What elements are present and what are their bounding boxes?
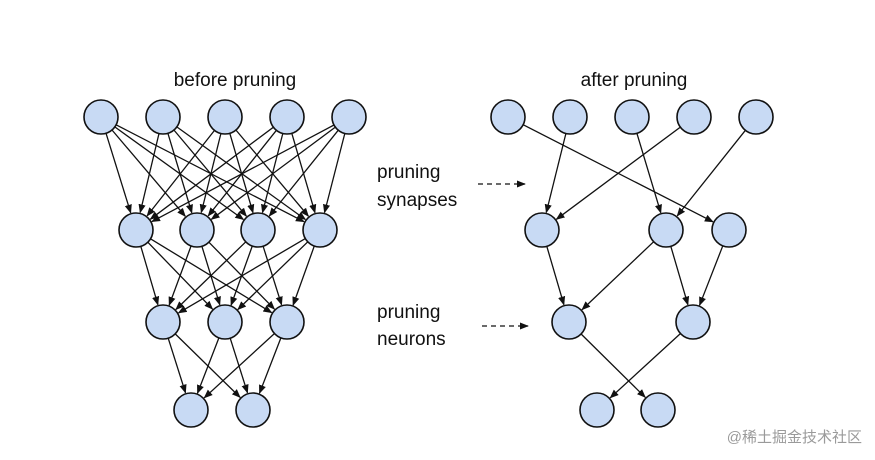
after-pruning-synapse: [609, 333, 681, 399]
after-pruning-synapse: [636, 133, 662, 214]
before-pruning-synapse: [149, 126, 274, 220]
pruning-neurons-annotation: pruning neurons: [377, 302, 529, 350]
before-pruning-synapse: [138, 133, 160, 214]
pruning-neurons-label-line2: neurons: [377, 329, 446, 350]
after-pruning-neuron-layer-4: [579, 392, 615, 428]
before-pruning-synapse: [175, 241, 247, 311]
before-pruning-synapse: [105, 133, 132, 214]
before-pruning-neuron-layer-3: [145, 304, 181, 340]
after-pruning-synapse: [555, 126, 681, 220]
before-pruning-neuron-layer-1: [145, 99, 181, 135]
after-pruning-synapse: [670, 246, 690, 306]
after-pruning-title: after pruning: [581, 70, 688, 91]
after-pruning-neuron-layer-2: [711, 212, 747, 248]
before-pruning-network: [83, 99, 367, 428]
before-pruning-synapse: [168, 245, 192, 306]
before-pruning-title: before pruning: [174, 70, 297, 91]
after-pruning-neuron-layer-1: [614, 99, 650, 135]
after-pruning-neuron-layer-3: [551, 304, 587, 340]
before-pruning-neuron-layer-3: [269, 304, 305, 340]
before-pruning-synapse: [258, 337, 282, 395]
before-pruning-neuron-layer-1: [83, 99, 119, 135]
before-pruning-neuron-layer-4: [173, 392, 209, 428]
after-pruning-neuron-layer-1: [490, 99, 526, 135]
after-pruning-synapse: [676, 129, 746, 217]
before-pruning-synapse: [173, 129, 247, 217]
before-pruning-synapse: [229, 133, 255, 214]
before-pruning-synapse: [268, 129, 339, 217]
after-pruning-synapse: [580, 333, 646, 398]
before-pruning-synapse: [111, 129, 186, 217]
before-pruning-neuron-layer-3: [207, 304, 243, 340]
before-pruning-synapse: [196, 337, 220, 395]
before-pruning-neuron-layer-2: [118, 212, 154, 248]
before-pruning-synapse: [140, 246, 160, 306]
before-pruning-neurons: [83, 99, 367, 428]
before-pruning-neuron-layer-1: [269, 99, 305, 135]
after-pruning-synapse: [698, 245, 724, 307]
before-pruning-neuron-layer-1: [207, 99, 243, 135]
before-pruning-synapse: [210, 126, 336, 220]
pruning-neurons-label-line1: pruning: [377, 302, 440, 323]
before-pruning-synapse: [167, 133, 193, 214]
after-pruning-network: [490, 99, 774, 428]
after-pruning-neuron-layer-2: [524, 212, 560, 248]
after-pruning-neuron-layer-1: [552, 99, 588, 135]
after-pruning-synapse: [546, 246, 566, 306]
after-pruning-neuron-layer-1: [676, 99, 712, 135]
before-pruning-neuron-layer-2: [179, 212, 215, 248]
watermark: @稀土掘金技术社区: [727, 429, 862, 446]
before-pruning-synapse: [177, 238, 306, 314]
before-pruning-synapse: [146, 129, 216, 217]
pruning-synapses-label-line1: pruning: [377, 162, 440, 183]
before-pruning-neuron-layer-2: [240, 212, 276, 248]
after-pruning-neuron-layer-2: [648, 212, 684, 248]
before-pruning-synapse: [114, 126, 245, 221]
before-pruning-neuron-layer-2: [302, 212, 338, 248]
after-pruning-neuron-layer-4: [640, 392, 676, 428]
after-pruning-neuron-layer-1: [738, 99, 774, 135]
before-pruning-synapse: [323, 133, 346, 214]
after-pruning-synapses: [522, 124, 746, 399]
before-pruning-neuron-layer-4: [235, 392, 271, 428]
before-pruning-synapse: [203, 333, 275, 399]
before-pruning-synapse: [237, 241, 309, 311]
pruning-synapses-label-line2: synapses: [377, 190, 457, 211]
before-pruning-synapse: [292, 245, 315, 306]
before-pruning-synapses: [105, 124, 346, 399]
before-pruning-synapse: [167, 338, 187, 394]
before-pruning-neuron-layer-1: [331, 99, 367, 135]
after-pruning-synapse: [544, 133, 567, 214]
after-pruning-synapse: [581, 241, 655, 311]
before-pruning-synapse: [151, 124, 335, 223]
pruning-synapses-annotation: pruning synapses: [377, 162, 526, 211]
after-pruning-neurons: [490, 99, 774, 428]
after-pruning-neuron-layer-3: [675, 304, 711, 340]
